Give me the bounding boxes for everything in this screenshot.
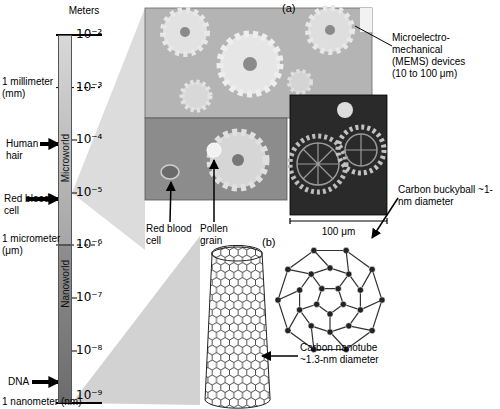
gear: [337, 102, 353, 118]
object-label: Red blood cell: [146, 223, 194, 247]
tick-label: 10⁻²: [76, 27, 120, 41]
mems-part: [360, 8, 372, 32]
gear-spokes: [297, 143, 339, 185]
gear-hub: [180, 27, 190, 37]
scale-bar-label: 100 μm: [290, 226, 387, 238]
leader-arrow: [170, 182, 171, 222]
leader-line: [355, 26, 392, 46]
scale-band: Nanoworld: [58, 245, 72, 403]
buckyball-bonds: [278, 251, 382, 350]
unit-label: Meters: [66, 5, 102, 17]
pointer-arrow: [40, 142, 58, 146]
object-label: Red blood cell: [4, 193, 52, 217]
panel-letter: (b): [262, 236, 286, 249]
scale-bar: [290, 218, 387, 224]
gear: [297, 143, 339, 185]
object-label: DNA: [8, 376, 38, 388]
gear: [345, 134, 377, 166]
scale-band: Microworld: [58, 35, 72, 245]
gear-hub: [325, 25, 335, 35]
nanotube-rim: [212, 247, 262, 261]
leader-arrow: [262, 355, 298, 357]
tick-label: 10⁻⁴: [76, 132, 120, 146]
scale-label: 1 millimeter (mm): [2, 76, 64, 100]
nanotube-body: [205, 245, 270, 408]
tick-label: 10⁻⁹: [76, 388, 120, 402]
mems-photo: [290, 95, 387, 215]
gear-hub: [243, 57, 257, 71]
gear: [220, 34, 280, 94]
scale-label: 1 nanometer (nm): [2, 396, 92, 408]
buckyball-ring: [300, 268, 361, 332]
object-label: Carbon nanotube ~1.3-nm diameter: [300, 342, 392, 366]
scale-label: 1 micrometer (μm): [2, 233, 64, 257]
buckyball-ring: [317, 289, 344, 314]
band-label: Microworld: [60, 134, 71, 182]
gear: [308, 8, 352, 52]
tick-label: 10⁻⁵: [76, 185, 120, 199]
tick-label: 10⁻⁸: [76, 343, 120, 357]
panel-caption: Microelectro-mechanical (MEMS) devices (…: [392, 32, 476, 80]
nanotube-lattice: [205, 245, 270, 408]
red-blood-cell: [161, 165, 179, 179]
gear-spokes: [345, 134, 377, 166]
zoom-wedge: [72, 8, 145, 250]
object-label: Pollen grain: [200, 223, 240, 247]
gear: [210, 132, 266, 188]
tick-label: 10⁻⁶: [76, 237, 120, 251]
gear-hub: [232, 154, 244, 166]
leader-arrow: [372, 198, 398, 238]
gear: [290, 136, 346, 192]
gear: [338, 127, 384, 173]
panel-letter: (a): [282, 2, 306, 15]
leader-arrow: [213, 160, 215, 222]
object-label: Human hair: [6, 138, 46, 162]
object-label: Carbon buckyball ~1-nm diameter: [398, 184, 493, 208]
zoom-wedge: [72, 236, 200, 405]
gear: [289, 71, 311, 93]
band-label: Nanoworld: [60, 260, 71, 308]
buckyball-ring: [278, 251, 382, 350]
tick-label: 10⁻⁷: [76, 290, 120, 304]
gear: [163, 10, 207, 54]
tick-label: 10⁻³: [76, 80, 120, 94]
pollen-grain: [207, 143, 221, 157]
gear: [182, 82, 210, 110]
pointer-arrow: [32, 380, 58, 384]
mems-photo: [145, 118, 287, 200]
